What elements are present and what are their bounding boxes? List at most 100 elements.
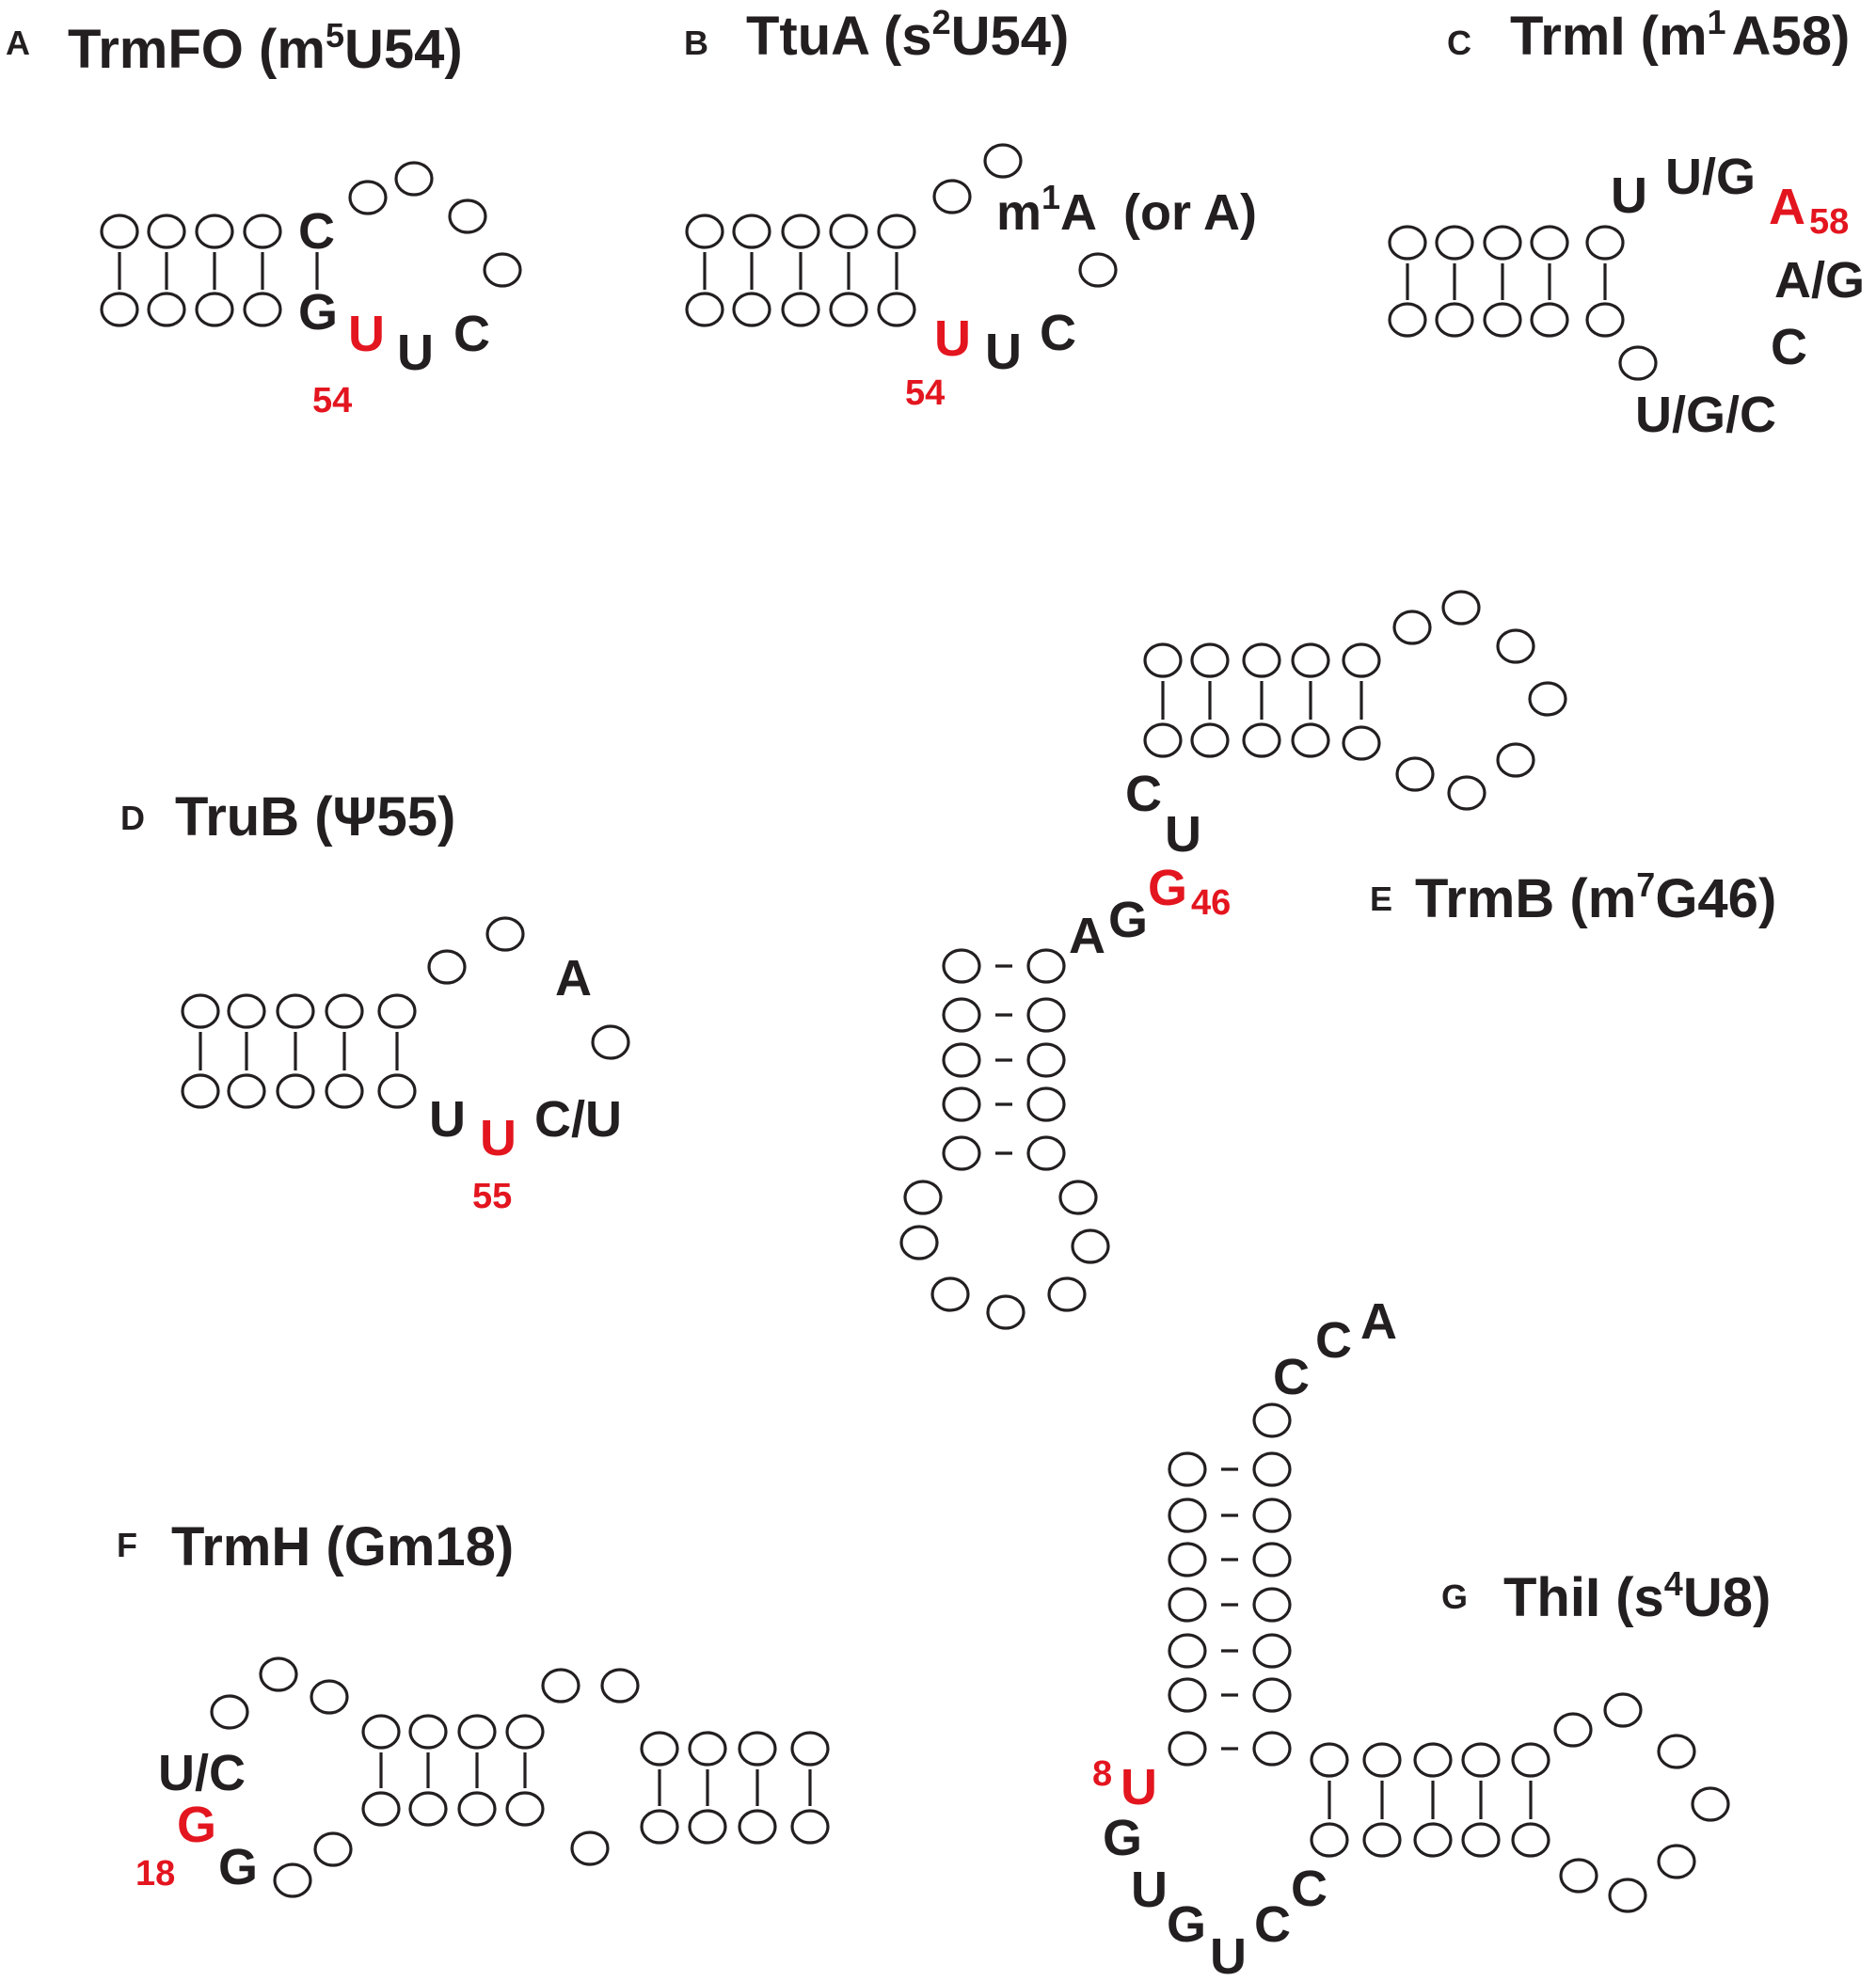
residue <box>408 1791 448 1827</box>
residue <box>1026 1135 1066 1171</box>
residue <box>1657 1844 1696 1879</box>
panel-b: B TtuA (s2U54) m1A (or A) U U C <box>684 3 1257 413</box>
residue <box>227 993 266 1029</box>
connector-f <box>541 1668 640 1866</box>
panel-letter-f: F <box>117 1526 137 1564</box>
residue <box>1413 1742 1453 1778</box>
residue <box>1461 1822 1501 1858</box>
residue <box>600 1668 640 1704</box>
d-loop-f <box>210 1656 353 1898</box>
residue <box>457 1714 497 1750</box>
residue <box>942 997 981 1033</box>
acceptor-stem-g <box>1168 1403 1292 1767</box>
residue <box>1071 1228 1110 1264</box>
panel-title-e: TrmB (m7G46) <box>1415 865 1776 929</box>
residue <box>100 214 139 249</box>
nucleotide-label: C <box>1254 1896 1291 1953</box>
residue <box>1585 302 1625 338</box>
residue <box>640 1731 679 1767</box>
residue <box>1143 722 1183 758</box>
position-number: 8 <box>1092 1754 1112 1794</box>
position-number: 54 <box>905 373 945 413</box>
residue <box>181 1073 220 1109</box>
residue <box>1461 1742 1501 1778</box>
nucleotide-label: U <box>985 324 1022 380</box>
modified-nucleotide: G <box>177 1797 216 1853</box>
residue <box>942 1042 981 1078</box>
residue <box>930 1276 970 1312</box>
residue <box>1026 997 1066 1033</box>
residue <box>591 1024 630 1060</box>
residue <box>1252 1542 1292 1577</box>
panel-title-a: TrmFO (m5U54) <box>68 16 463 80</box>
residue <box>483 252 522 288</box>
residue <box>448 198 487 234</box>
residue <box>1413 1822 1453 1858</box>
residue <box>147 214 186 249</box>
residue <box>1026 1042 1066 1078</box>
residue <box>983 143 1023 179</box>
residue <box>325 1073 364 1109</box>
residue <box>1026 948 1066 984</box>
nucleotide-label: U <box>1131 1862 1168 1918</box>
residue <box>688 1731 727 1767</box>
residue <box>394 161 434 197</box>
residue <box>1291 722 1330 758</box>
residue <box>361 1791 401 1827</box>
nucleotide-label: U/G/C <box>1635 387 1776 443</box>
residue <box>276 1073 315 1109</box>
residue <box>1388 302 1427 338</box>
nucleotide-label: C/U <box>534 1091 622 1148</box>
residue <box>408 1714 448 1750</box>
residue <box>790 1731 830 1767</box>
residue <box>1252 1451 1292 1487</box>
d-loop-g <box>1553 1692 1730 1913</box>
residue <box>1252 1633 1292 1669</box>
nucleotide-label: U <box>1165 806 1201 863</box>
loop-a <box>348 161 522 288</box>
residue <box>877 292 916 327</box>
residue <box>273 1862 312 1898</box>
residue <box>732 214 771 249</box>
residue <box>377 993 417 1029</box>
panel-title-f: TrmH (Gm18) <box>171 1516 514 1577</box>
residue <box>1603 1692 1643 1728</box>
residue <box>325 993 364 1029</box>
nucleotide-label: C <box>1273 1349 1310 1405</box>
nucleotide-label: G <box>1103 1810 1142 1866</box>
residue <box>348 180 388 215</box>
residue <box>1435 225 1474 261</box>
residue <box>942 1135 981 1171</box>
residue <box>1047 1276 1087 1312</box>
residue <box>377 1073 417 1109</box>
residue <box>243 214 282 249</box>
residue <box>942 1086 981 1122</box>
residue <box>505 1791 545 1827</box>
modified-nucleotide: U <box>934 310 971 367</box>
residue <box>1441 590 1481 626</box>
residue <box>227 1073 266 1109</box>
upper-hairpin-e <box>1143 590 1567 811</box>
residue <box>570 1830 610 1866</box>
residue <box>829 214 868 249</box>
residue <box>1483 225 1522 261</box>
lower-hairpin-e <box>899 948 1110 1330</box>
residue <box>1190 722 1230 758</box>
position-number: 18 <box>135 1854 175 1894</box>
residue <box>1168 1731 1207 1767</box>
residue <box>685 292 724 327</box>
residue <box>688 1809 727 1845</box>
nucleotide-label: A <box>1360 1293 1397 1350</box>
nucleotide-label: A <box>1069 908 1105 964</box>
residue <box>181 993 220 1029</box>
panel-e: E TrmB (m7G46) C U <box>899 590 1776 1330</box>
residue <box>1190 642 1230 678</box>
stem-c <box>1388 225 1658 381</box>
residue <box>1252 1731 1292 1767</box>
nucleotide-label: C <box>1125 766 1162 822</box>
panel-g: G ThiI (s4U8) C C A <box>1092 1293 1771 1981</box>
residue <box>942 948 981 984</box>
modified-nucleotide: U <box>1121 1759 1157 1815</box>
